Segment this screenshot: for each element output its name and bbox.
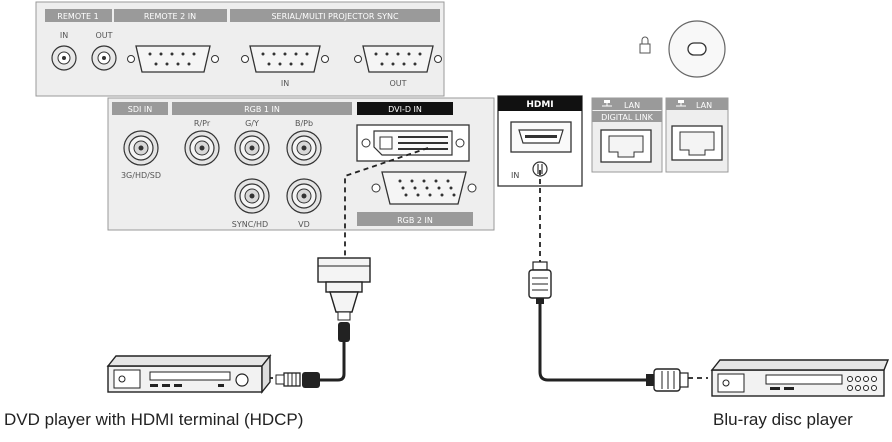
remote1-in-label: IN (60, 31, 68, 40)
rgb1-sync-label: SYNC/HD (232, 220, 268, 229)
remote1-out-jack[interactable] (91, 45, 117, 71)
bluray-player-device (710, 359, 890, 397)
dvd-player-caption: DVD player with HDMI terminal (HDCP) (4, 410, 304, 429)
security-slot[interactable] (668, 20, 726, 78)
sdi-title: SDI IN (128, 105, 153, 114)
hdmi-in-label: IN (511, 171, 519, 180)
ferrite-core (338, 322, 350, 342)
remote2-dsub-connector[interactable] (127, 45, 219, 73)
hdmi-title: HDMI (526, 100, 553, 110)
dvi-cable-plug (317, 257, 371, 321)
remote2-title: REMOTE 2 IN (144, 12, 196, 21)
dvi-guide-line (344, 147, 429, 258)
sdi-sub-label: 3G/HD/SD (121, 171, 161, 180)
rgb1-r-bnc-connector[interactable] (184, 130, 220, 166)
remote1-header (45, 9, 112, 22)
dvi-header (357, 102, 453, 115)
security-lock-icon (639, 36, 651, 54)
hdmi-header (498, 96, 582, 111)
remote2-header (114, 9, 227, 22)
dvd-player-device (106, 354, 272, 394)
sdi-bnc-connector[interactable] (123, 130, 159, 166)
rgb1-b-bnc-connector[interactable] (286, 130, 322, 166)
lan1-sub-label: DIGITAL LINK (601, 113, 654, 122)
dvi-hdmi-cable (320, 342, 346, 382)
hdmi-plug-bluray-side (646, 368, 689, 392)
rgb1-b-label: B/Pb (295, 119, 313, 128)
rgb1-vd-label: VD (298, 220, 310, 229)
dvi-connector[interactable] (356, 124, 470, 162)
remote1-in-jack[interactable] (51, 45, 77, 71)
dvi-title: DVI-D IN (388, 105, 422, 114)
bluray-player-caption: Blu-ray disc player (713, 410, 853, 429)
serial-header (230, 9, 440, 22)
network-icon (602, 100, 612, 107)
lan1-rj45-port[interactable] (600, 129, 652, 163)
lan2-title: LAN (696, 101, 712, 110)
hdmi-plug-dvd-side (275, 372, 301, 387)
rgb2-header (357, 212, 473, 226)
network-icon (676, 100, 686, 107)
rgb1-vd-bnc-connector[interactable] (286, 178, 322, 214)
rgb1-sync-bnc-connector[interactable] (234, 178, 270, 214)
lan1-title: LAN (624, 101, 640, 110)
hdmi-plug-projector-side (528, 261, 552, 304)
serial-out-label: OUT (389, 79, 406, 88)
serial-title: SERIAL/MULTI PROJECTOR SYNC (271, 12, 398, 21)
rgb1-title: RGB 1 IN (244, 105, 280, 114)
rgb2-title: RGB 2 IN (397, 216, 433, 225)
serial-in-dsub-connector[interactable] (241, 45, 329, 73)
hdmi-in-icon (532, 161, 548, 177)
rgb1-r-label: R/Pr (194, 119, 211, 128)
remote1-out-label: OUT (95, 31, 112, 40)
serial-out-dsub-connector[interactable] (354, 45, 442, 73)
serial-in-label: IN (281, 79, 289, 88)
ferrite-core (302, 372, 320, 388)
lan2-rj45-port[interactable] (671, 125, 723, 161)
rgb1-header (172, 102, 352, 115)
sdi-header (112, 102, 168, 115)
rgb1-g-bnc-connector[interactable] (234, 130, 270, 166)
rgb2-vga-connector[interactable] (371, 171, 477, 205)
rgb1-g-label: G/Y (245, 119, 259, 128)
digital-link-header (592, 111, 662, 122)
remote1-title: REMOTE 1 (57, 12, 98, 21)
hdmi-cable (538, 304, 646, 382)
hdmi-connector[interactable] (510, 121, 572, 153)
